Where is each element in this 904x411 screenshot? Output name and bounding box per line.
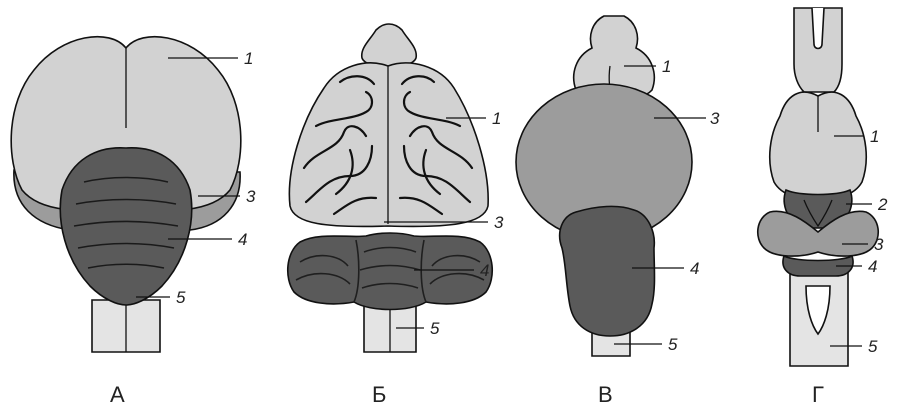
figure-b-olfactory-bulb — [362, 24, 417, 67]
figure-v-label-4: 4 — [690, 259, 699, 278]
figure-g-label-3: 3 — [874, 235, 884, 254]
figure-b-cerebellum — [288, 233, 493, 310]
figure-a-label-1: 1 — [244, 49, 253, 68]
figure-b-label-3: 3 — [494, 213, 504, 232]
figure-g-label-5: 5 — [868, 337, 878, 356]
figure-g-label-4: 4 — [868, 257, 877, 276]
figure-g-caption: Г — [812, 382, 824, 407]
figure-b-caption: Б — [372, 382, 386, 407]
figure-b-brain — [288, 24, 493, 352]
figure-g-label-2: 2 — [877, 195, 888, 214]
figure-b-label-1: 1 — [492, 109, 501, 128]
figure-a-caption: А — [110, 382, 125, 407]
figure-v-caption: В — [598, 382, 613, 407]
figure-a-brain — [11, 37, 241, 352]
figure-b-label-5: 5 — [430, 319, 440, 338]
figure-b-label-4: 4 — [480, 261, 489, 280]
figure-a-label-4: 4 — [238, 230, 247, 249]
figure-a-label-5: 5 — [176, 288, 186, 307]
figure-b-hemispheres — [289, 63, 488, 227]
figure-v-label-1: 1 — [662, 57, 671, 76]
figure-a-cerebellum — [60, 148, 191, 305]
figure-g-brain — [758, 8, 879, 366]
figure-a-label-3: 3 — [246, 187, 256, 206]
figure-v-cerebellum — [560, 206, 655, 336]
figure-v-label-3: 3 — [710, 109, 720, 128]
figure-v-label-5: 5 — [668, 335, 678, 354]
figure-g-label-1: 1 — [870, 127, 879, 146]
